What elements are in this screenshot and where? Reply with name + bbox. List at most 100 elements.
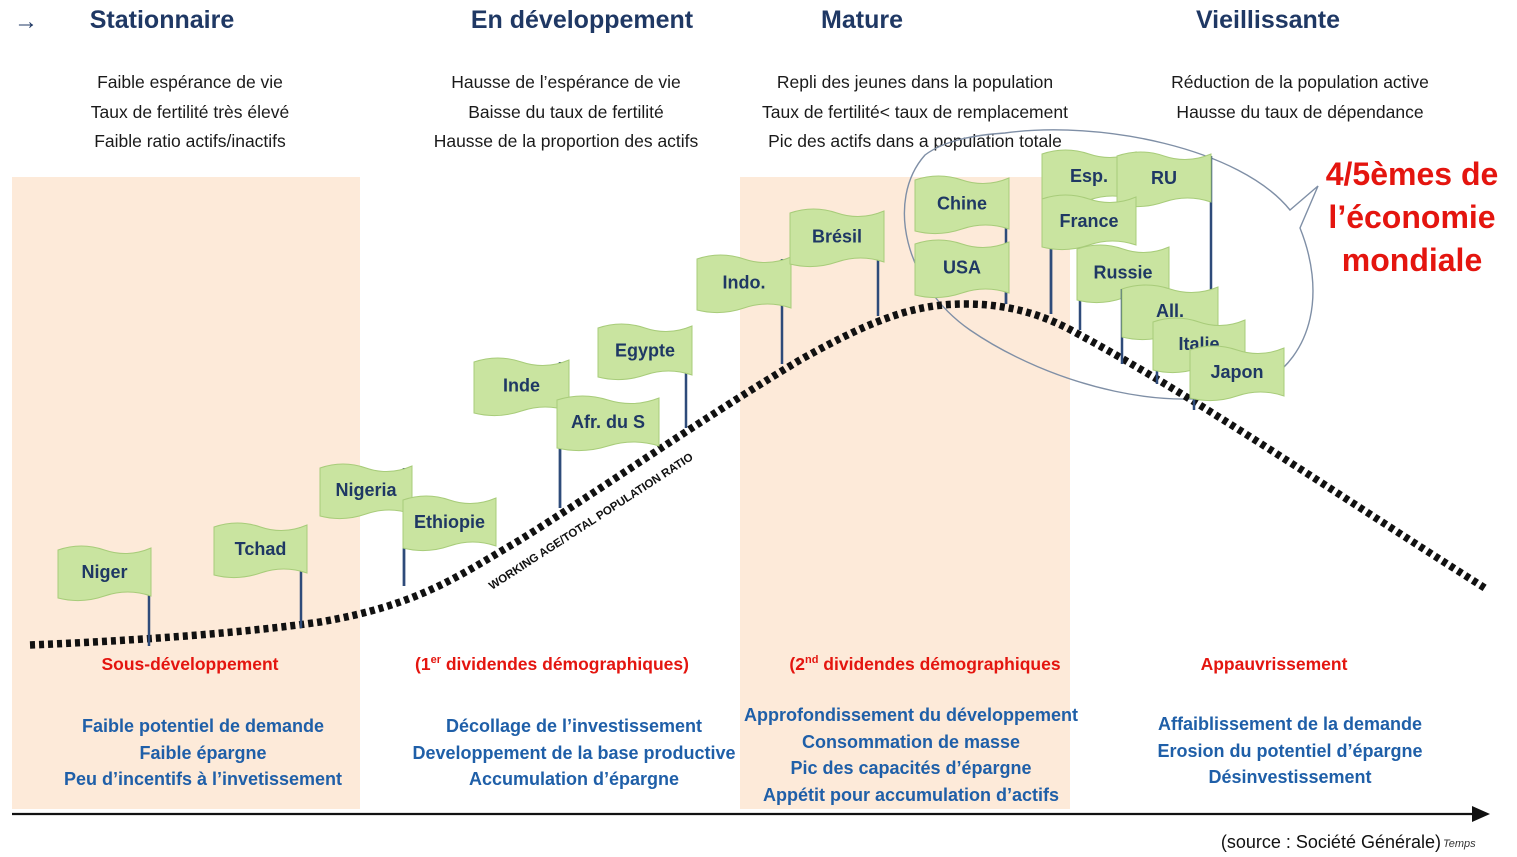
phase-desc-mature: Repli des jeunes dans la population Taux… [762,68,1068,157]
desc-line: Taux de fertilité très élevé [90,101,290,122]
flag-label: Egypte [615,341,675,361]
flag-banner [914,239,1010,299]
flag-label: Russie [1093,263,1152,283]
phase-title-stationnaire: Stationnaire [89,6,235,34]
time-axis-arrowhead [1472,806,1490,822]
flag-banner [57,545,152,602]
country-flag: France [1041,194,1137,314]
source-brand: Temps [1443,838,1476,850]
effect-line: Décollage de l’investissement [445,716,703,736]
effects-vieillissante: Affaiblissement de la demande Erosion du… [1157,711,1422,791]
flag-label: Niger [81,562,127,582]
flag-label: Afr. du S [571,412,645,432]
phase-desc-developpement: Hausse de l’espérance de vie Baisse du t… [434,68,699,157]
flag-label: France [1059,211,1118,231]
stationary-band [12,177,360,809]
effects-stationnaire: Faible potentiel de demande Faible éparg… [64,713,342,793]
effect-line: Faible épargne [139,742,267,763]
country-flag: Tchad [213,522,308,628]
country-flag: Nigeria [319,463,413,586]
desc-line: Baisse du taux de fertilité [468,101,664,122]
country-flag: Ethiopie [402,495,497,586]
callout-line: l’économie [1328,199,1496,235]
arrow-bullet-icon: → [14,8,38,35]
callout-line: 4/5èmes de [1325,156,1499,192]
desc-line: Hausse de l’espérance de vie [451,72,681,92]
outcome-second-dividende: (2nd dividendes démographiques [789,654,1060,675]
flag-banner [914,175,1010,235]
country-flag: Egypte [597,323,693,428]
country-flag: Inde [473,357,570,508]
world-economy-callout: 4/5èmes de l’économie mondiale [1308,153,1516,282]
flag-banner [1189,345,1285,402]
desc-line: Pic des actifs dans a population totale [768,131,1062,151]
flag-label: Brésil [812,227,862,247]
flag-label: Japon [1210,362,1263,382]
flag-banner [1116,151,1212,208]
flag-banner [402,495,497,552]
flag-banner [789,208,885,268]
flag-label: Esp. [1070,166,1108,186]
outcome-post: dividendes démographiques [818,654,1061,674]
flag-banner [213,522,308,579]
outcome-post: dividendes démographiques) [441,654,689,674]
effect-line: Consommation de masse [801,731,1021,752]
effect-line: Faible potentiel de demande [81,716,325,736]
effects-mature: Approfondissement du développement Conso… [744,702,1078,808]
flag-banner [556,395,660,452]
outcome-sup: nd [804,654,819,667]
effects-developpement: Décollage de l’investissement Developpem… [412,713,735,793]
effect-line: Affaiblissement de la demande [1157,714,1423,734]
flag-label: Indo. [723,273,766,293]
effect-line: Accumulation d’épargne [468,769,680,789]
country-flag: USA [914,239,1010,304]
flag-banner [1041,194,1137,251]
flag-label: Nigeria [335,480,397,500]
outcome-sup: er [430,654,441,667]
flag-label: Inde [503,376,540,396]
outcome-pre: (2 [789,654,805,674]
working-age-ratio-curve [29,300,1491,649]
country-flag: Afr. du S [556,395,660,508]
country-flag: Brésil [789,208,885,316]
phase-title-vieillissante: Vieillissante [1195,6,1341,34]
outcome-sous-developpement: Sous-développement [101,654,279,674]
outcome-pre: (1 [415,654,431,674]
flag-label: RU [1151,168,1177,188]
country-flag: Chine [914,175,1010,304]
outcome-premier-dividende: (1er dividendes démographiques) [415,654,689,675]
desc-line: Réduction de la population active [1171,72,1429,92]
flag-label: Chine [937,194,987,214]
curve-label: WORKING AGE/TOTAL POPULATION RATIO [487,451,695,592]
effect-line: Approfondissement du développement [743,705,1079,725]
effect-line: Developpement de la base productive [412,742,736,763]
desc-line: Repli des jeunes dans la population [776,72,1054,92]
effect-line: Peu d’incentifs à l’invetissement [63,769,343,789]
flag-label: All. [1156,301,1184,321]
flag-banner [597,323,693,381]
effect-line: Erosion du potentiel d’épargne [1157,740,1423,761]
desc-line: Hausse du taux de dépendance [1176,101,1424,122]
flag-banner [696,254,792,314]
mature-band [740,177,1070,809]
phase-title-mature: Mature [821,6,903,34]
phase-title-developpement: En développement [470,6,694,34]
country-flag: Indo. [696,254,792,364]
source-note: (source : Société Générale) [1220,832,1441,852]
callout-line: mondiale [1341,242,1483,278]
flag-label: Tchad [235,539,287,559]
desc-line: Taux de fertilité< taux de remplacement [762,101,1068,122]
effect-line: Appétit pour accumulation d’actifs [762,784,1060,805]
effect-line: Pic des capacités d’épargne [790,758,1032,778]
desc-line: Faible ratio actifs/inactifs [94,131,286,151]
country-flag: Niger [57,545,152,646]
flag-label: Ethiopie [414,512,485,532]
phase-desc-stationnaire: Faible espérance de vie Taux de fertilit… [91,68,289,157]
desc-line: Hausse de la proportion des actifs [433,131,699,151]
flag-label: USA [943,258,981,278]
phase-desc-vieillissante: Réduction de la population active Hausse… [1171,68,1429,127]
effect-line: Désinvestissement [1208,767,1372,787]
country-flag: Japon [1189,345,1285,410]
